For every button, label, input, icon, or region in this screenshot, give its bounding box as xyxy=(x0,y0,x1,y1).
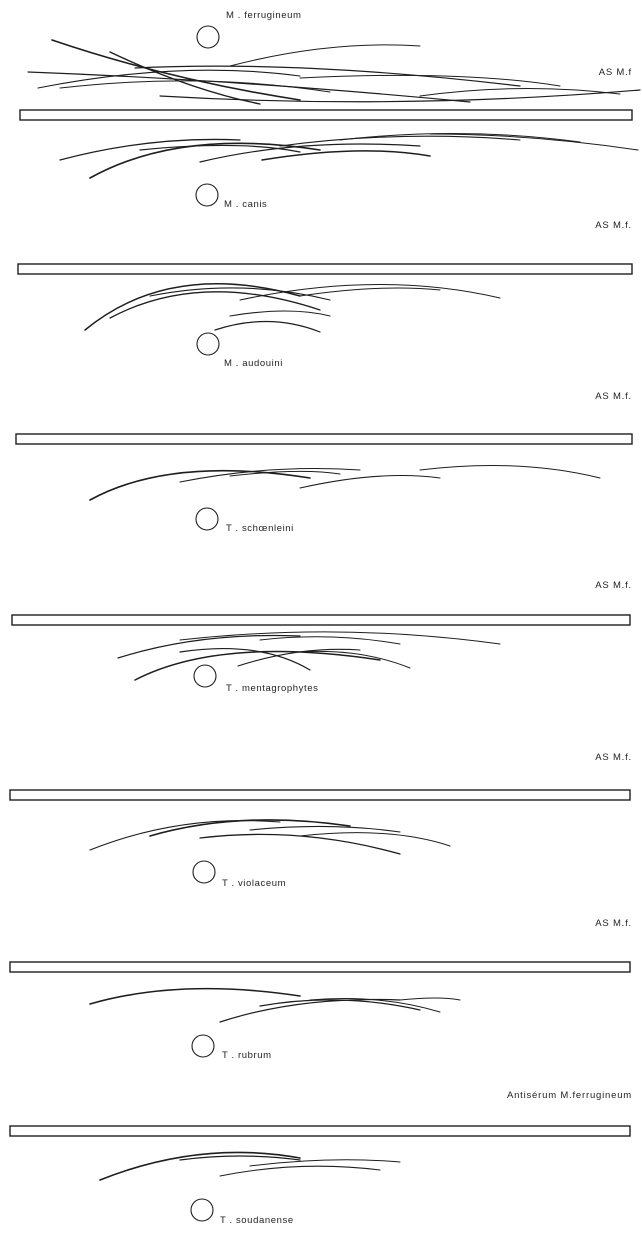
antiserum-label-2: AS M.f. xyxy=(595,220,632,231)
antigen-well-1 xyxy=(197,26,219,48)
precipitin-arcs-panel-4 xyxy=(90,466,600,501)
antiserum-trough-5 xyxy=(10,790,630,800)
antigen-well-7 xyxy=(192,1035,214,1057)
antiserum-label-3: AS M.f. xyxy=(595,391,632,402)
antiserum-trough-6 xyxy=(10,962,630,972)
antigen-well-8 xyxy=(191,1199,213,1221)
antigen-label-t-schoenleini: T . schœnleini xyxy=(226,523,294,534)
antiserum-trough-3 xyxy=(16,434,632,444)
antiserum-label-5: AS M.f. xyxy=(595,752,632,763)
antigen-well-2 xyxy=(196,184,218,206)
precipitin-arcs-panel-2 xyxy=(60,133,638,178)
antigen-well-5 xyxy=(194,665,216,687)
precipitin-arcs-panel-1 xyxy=(28,40,640,104)
precipitin-arcs-panel-6 xyxy=(90,820,450,854)
precipitin-arcs-panel-7 xyxy=(90,989,460,1022)
antigen-label-t-violaceum: T . violaceum xyxy=(222,878,286,889)
antigen-label-m-ferrugineum: M . ferrugineum xyxy=(226,10,302,21)
antigen-well-6 xyxy=(193,861,215,883)
antigen-well-4 xyxy=(196,508,218,530)
antiserum-trough-4 xyxy=(12,615,630,625)
antigen-label-m-canis: M . canis xyxy=(224,199,267,210)
antigen-label-t-soudanense: T . soudanense xyxy=(220,1215,294,1226)
precipitin-arcs-panel-8 xyxy=(100,1152,400,1180)
antigen-well-3 xyxy=(197,333,219,355)
antiserum-trough-7 xyxy=(10,1126,630,1136)
antiserum-trough-1 xyxy=(20,110,632,120)
antiserum-trough-2 xyxy=(18,264,632,274)
antigen-label-t-mentagrophytes: T . mentagrophytes xyxy=(226,683,318,694)
precipitin-arcs-panel-5 xyxy=(118,632,500,680)
antiserum-label-1: AS M.f xyxy=(599,67,632,78)
antiserum-label-7: Antisérum M.ferrugineum xyxy=(507,1090,632,1101)
precipitin-arcs-panel-3 xyxy=(85,284,500,332)
antiserum-label-6: AS M.f. xyxy=(595,918,632,929)
antigen-label-m-audouini: M . audouini xyxy=(224,358,283,369)
antigen-label-t-rubrum: T . rubrum xyxy=(222,1050,272,1061)
antiserum-label-4: AS M.f. xyxy=(595,580,632,591)
